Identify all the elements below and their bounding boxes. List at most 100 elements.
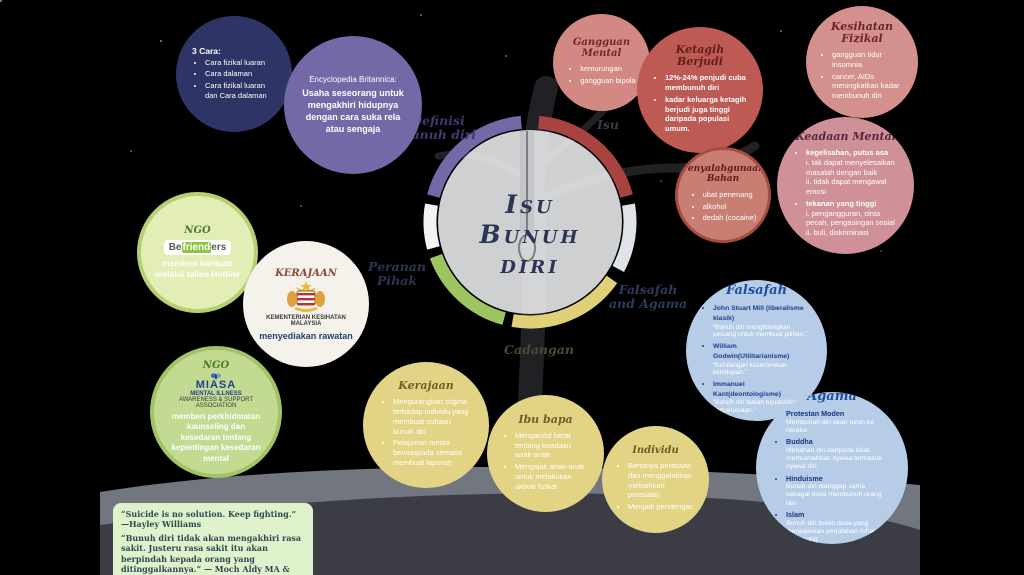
philosopher-quote: “Kehilangan keseronokan kehidupan.”: [713, 361, 787, 377]
bubble-text: memberi perkhidmatan kaunseling dan kese…: [171, 412, 261, 463]
religion-view: Bunuh diri dianggap sama sebagai dosa me…: [786, 483, 882, 507]
bubble-kesihatan-fizikal: Kesihatan Fizikal gangguan tidur insomni…: [806, 6, 918, 118]
label-cadangan: Cadangan: [504, 342, 574, 357]
bullet-item: kemurungan: [580, 64, 635, 74]
bullet-item: Mengajak anak-anak untuk melakukan aktiv…: [515, 462, 589, 491]
bubble-kementerian-kesihatan: KERAJAAN KEMENTERIAN KESIHATAN MALAYSIA …: [243, 241, 369, 367]
bubble-miasa-ngo: NGO MIASA MENTAL ILLNESS AWARENESS & SUP…: [150, 346, 282, 478]
bullet-sub: ii. tidak dapat mengawal emosi: [806, 177, 887, 197]
bullet-item: Cara fizikal luaran: [205, 58, 276, 68]
ministry-name: KEMENTERIAN KESIHATAN MALAYSIA: [266, 314, 346, 327]
bullet-item: John Stuart Mill (liberalisme klasik) “B…: [713, 303, 810, 339]
label-peranan-pihak: Peranan Pihak: [368, 259, 426, 289]
bullet-list: Mengurangkan stigma terhadap individu ya…: [380, 397, 472, 469]
bubble-penyalahgunaan-bahan: Penyalahgunaan Bahan ubat penenang alkoh…: [675, 147, 771, 243]
bullet-item: Pelaporan media berwaspada semasa membua…: [393, 438, 472, 467]
bubble-heading: Kerajaan: [398, 379, 454, 393]
bubble-befrienders-ngo: NGO Befrienders memberi bantuan melalui …: [137, 192, 258, 313]
bullet-item: cancer, AIDs meningkatkan kadar membunuh…: [832, 72, 905, 101]
bullet-list: kemurungan gangguan bipola: [567, 64, 635, 88]
bullet-item: dedah (cocaine): [703, 213, 757, 223]
logo-part: ers: [211, 241, 227, 253]
bullet-item: kadar keluarga ketagih berjudi juga ting…: [665, 95, 748, 134]
bubble-heading: Keadaan Mental: [795, 130, 896, 144]
ngo-tag: NGO: [184, 224, 211, 236]
bullet-item: alkohol: [703, 202, 757, 212]
miasa-logo-sub: MENTAL ILLNESS: [190, 391, 242, 398]
bubble-heading: Kesihatan Fizikal: [830, 20, 894, 46]
religion-view: Menahan diri daripada tidak memusnahkan …: [786, 447, 882, 471]
befrienders-logo: Befrienders: [163, 239, 232, 255]
bullet-lead: kegelisahan, putus asa: [806, 148, 889, 158]
philosopher-quote: “Bunuh diri menghilangkan peluang untuk …: [713, 323, 808, 339]
bubble-agama: Agama Protestan Moden Membunuh diri akan…: [756, 392, 908, 544]
bullet-item: Mengurangkan stigma terhadap individu ya…: [393, 397, 472, 436]
ring-segment-isu: [537, 115, 633, 198]
bubble-gangguan-mental: Gangguan Mental kemurungan gangguan bipo…: [553, 14, 650, 111]
religion-view: Membunuh diri akan turun ke neraka: [786, 419, 875, 435]
bubble-individu: Individu Bertanya perasaan dan menggalak…: [602, 426, 709, 533]
noose-icon: [518, 234, 536, 262]
bubble-falsafah: Falsafah John Stuart Mill (liberalisme k…: [686, 280, 827, 421]
center-title-line1: Isu Bunuh: [479, 190, 581, 249]
bullet-list: Cara fizikal luaran Cara dalaman Cara fi…: [192, 58, 276, 103]
bullet-item: kegelisahan, putus asa i. tak dapat meny…: [806, 148, 898, 197]
bullet-item: Menjadi pendengar.: [628, 502, 696, 512]
bullet-item: Cara fizikal luaran dan Cara dalaman: [205, 81, 276, 101]
label-falsafah-and-agama: Falsafah and Agama: [608, 282, 688, 312]
bullet-item: Immanuel Kant(deontologisme) “Bunuh diri…: [713, 379, 810, 415]
ring-segment-falsafah: [612, 203, 637, 272]
philosopher-quote: “Bunuh diri bukan tujuan/idea kemanusiaa…: [713, 399, 798, 415]
bubble-keadaan-mental: Keadaan Mental kegelisahan, putus asa i.…: [777, 117, 914, 254]
bullet-item: gangguan bipola: [580, 76, 635, 86]
bullet-sub: i. tak dapat menyelesaikan masalah denga…: [806, 157, 895, 177]
bullet-list: Bertanya perasaan dan menggalakkan melua…: [615, 461, 696, 514]
bubble-heading: Ibu bapa: [518, 412, 573, 426]
label-isu: Isu: [597, 117, 619, 132]
philosopher-name: John Stuart Mill (liberalisme klasik): [713, 305, 804, 323]
ngo-tag: NGO: [202, 360, 230, 371]
bubble-cadangan-kerajaan: Kerajaan Mengurangkan stigma terhadap in…: [363, 362, 489, 488]
bubble-text: memberi bantuan melalui talian Hotline: [154, 257, 241, 279]
definisi-source: Encyclopedia Britannica:: [309, 74, 397, 84]
bullet-item: Buddha Menahan diri daripada tidak memus…: [786, 437, 888, 471]
ring-segment-cadangan: [511, 275, 618, 329]
bubble-heading: Agama: [807, 392, 857, 404]
bullet-sub: i. pengangguran, cinta pecah, pengasinga…: [806, 208, 895, 228]
bubble-heading: Falsafah: [725, 283, 788, 298]
bubble-ketagih-berjudi: Ketagih Berjudi 12%-24% penjudi cuba mem…: [637, 27, 763, 153]
philosopher-name: Immanuel Kant(deontologisme): [713, 381, 781, 399]
bubble-definisi-encyclopedia: Encyclopedia Britannica: Usaha seseorang…: [284, 36, 422, 174]
religion-name: Protestan Moden: [786, 409, 845, 419]
quote-1: “Suicide is no solution. Keep fighting.”…: [121, 509, 297, 530]
bullet-sub: ii. buli, diskriminasi: [806, 228, 869, 238]
center-title-line2: diri: [500, 250, 560, 279]
bullet-item: tekanan yang tinggi i. pengangguran, cin…: [806, 199, 898, 238]
miasa-logo-title: MIASA: [195, 379, 237, 392]
bubble-3-cara: 3 Cara: Cara fizikal luaran Cara dalaman…: [176, 16, 292, 132]
bullet-item: Cara dalaman: [205, 69, 276, 79]
bullet-lead: tekanan yang tinggi: [806, 198, 877, 208]
definisi-text: Usaha seseorang untuk mengakhiri hidupny…: [302, 87, 404, 135]
bullet-item: William Godwin(Utilitarianisme) “Kehilan…: [713, 341, 810, 377]
bubble-heading: Penyalahgunaan Bahan: [681, 163, 765, 184]
bullet-list: kegelisahan, putus asa i. tak dapat meny…: [793, 148, 898, 240]
bubble-heading: Ketagih Berjudi: [675, 43, 725, 69]
miasa-butterfly-icon: [210, 373, 222, 380]
bullet-item: gangguan tidur insomnia: [832, 50, 905, 70]
bullet-item: ubat penenang: [703, 190, 757, 200]
ring-segment-peranan: [429, 253, 506, 325]
bubble-heading: Gangguan Mental: [572, 37, 631, 60]
bullet-item: Protestan Moden Membunuh diri akan turun…: [786, 409, 888, 435]
quote-2: “Bunuh diri tidak akan mengakhiri rasa s…: [121, 532, 302, 575]
ring-segment-definisi: [427, 115, 523, 198]
kerajaan-tag: KERAJAAN: [275, 267, 337, 279]
ring-segment-blank: [423, 203, 440, 250]
quote-box: “Suicide is no solution. Keep fighting.”…: [113, 503, 313, 575]
bullet-item: 12%-24% penjudi cuba membunuh diri: [665, 73, 748, 93]
bullet-item: Bertanya perasaan dan menggalakkan melua…: [628, 461, 696, 500]
logo-part: Be: [168, 241, 182, 253]
bullet-list: Protestan Moden Membunuh diri akan turun…: [776, 409, 888, 544]
center-ring: [423, 115, 637, 329]
bullet-list: John Stuart Mill (liberalisme klasik) “B…: [703, 303, 810, 417]
